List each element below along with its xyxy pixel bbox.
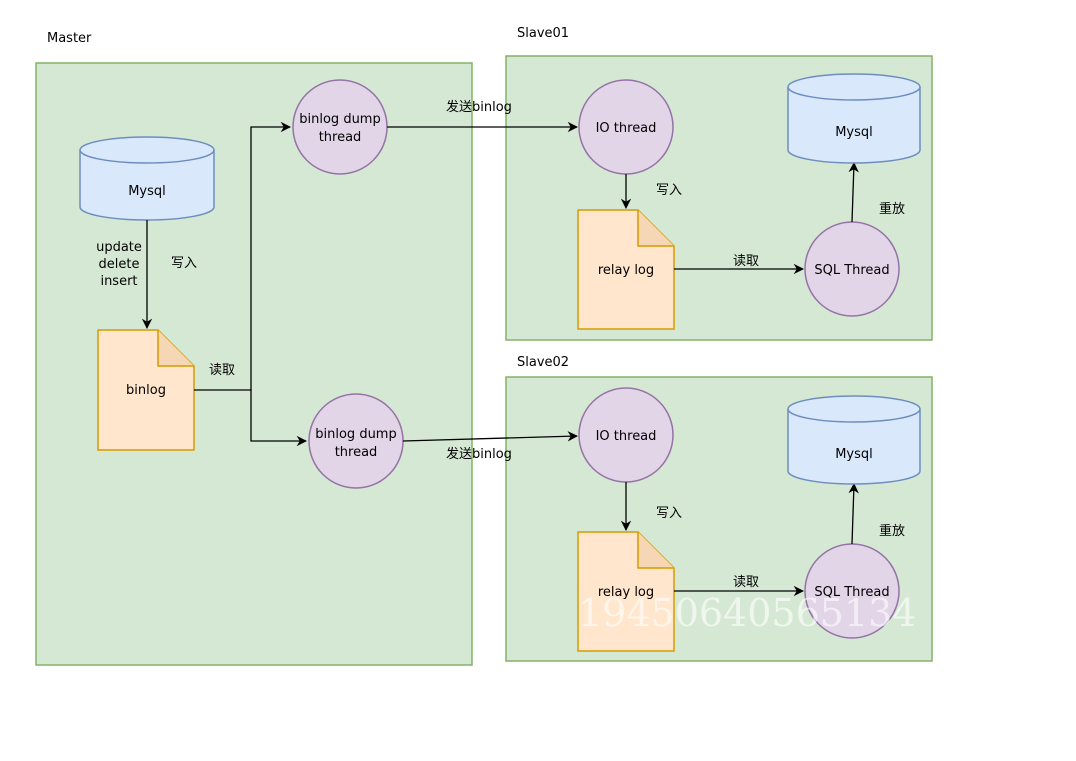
slave02-relay-log-file-icon [577,531,675,652]
dump-thread-1-line-1: binlog dump [299,112,380,127]
binlog-to-dump-thread-2-arrow [250,390,308,447]
slave01-relay-log-file-icon [577,209,675,330]
slave02-sql-thread-label: SQL Thread [814,585,889,600]
slave02-read-label: 读取 [733,575,759,590]
send-binlog-label-slave02: 发送binlog [446,446,512,462]
slave01-write-label: 写入 [656,183,682,198]
slave02-title: Slave02 [517,355,569,370]
slave01-mysql-label: Mysql [835,125,873,140]
slave02-write-label: 写入 [656,506,682,521]
slave02-mysql-label: Mysql [835,447,873,462]
binlog-dump-thread-1-icon [292,79,388,175]
master-op-insert: insert [100,274,137,289]
dump-thread-2-line-1: binlog dump [315,427,396,442]
slave01-mysql-database-icon [787,73,921,164]
master-mysql-database-icon [79,136,215,221]
binlog-to-dump-thread-1-arrow [194,121,292,391]
slave01-replay-label: 重放 [879,201,905,217]
master-write-label: 写入 [171,256,197,271]
master-title: Master [47,31,92,46]
master-read-label: 读取 [209,363,235,378]
slave02-relay-log-label: relay log [598,585,654,600]
slave02-replay-arrow [848,482,859,545]
slave01-io-thread-label: IO thread [596,121,657,136]
slave01-read-label: 读取 [733,254,759,269]
master-op-update: update [96,240,142,255]
send-binlog-label-slave01: 发送binlog [446,99,512,115]
slave01-sql-thread-label: SQL Thread [814,263,889,278]
slave01-relay-log-label: relay log [598,263,654,278]
slave01-replay-arrow [848,161,859,223]
master-op-delete: delete [99,257,140,272]
binlog-file-icon [97,329,195,451]
binlog-label: binlog [126,383,166,398]
slave01-title: Slave01 [517,26,569,41]
slave02-replay-label: 重放 [879,523,905,539]
slave02-io-thread-label: IO thread [596,429,657,444]
dump-thread-1-line-2: thread [319,130,362,145]
watermark-text: 19450640565134 [578,591,916,635]
send-binlog-arrow-slave02 [402,431,579,442]
dump-thread-2-line-2: thread [335,445,378,460]
slave02-mysql-database-icon [787,395,921,485]
master-mysql-label: Mysql [128,184,166,199]
